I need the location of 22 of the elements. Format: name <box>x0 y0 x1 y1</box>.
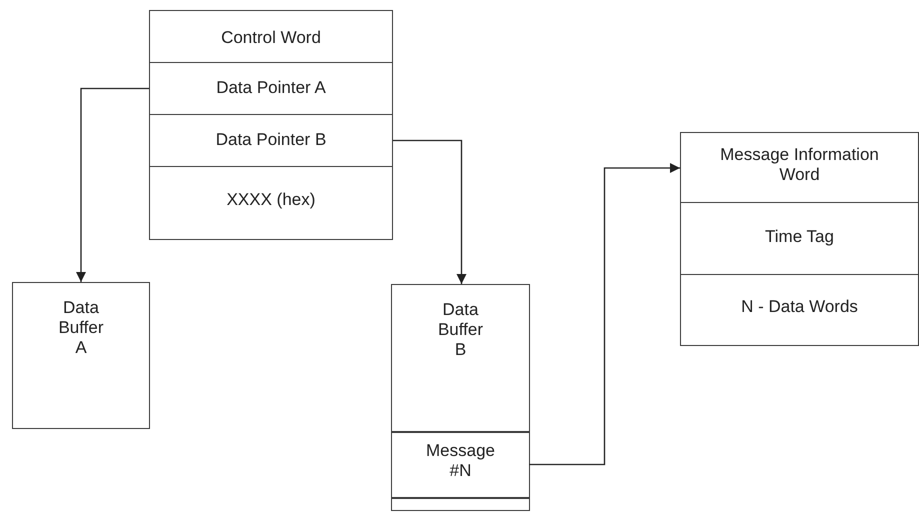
memory-cell <box>149 166 393 240</box>
memory-cell <box>149 62 393 115</box>
cell-label: Message Information Word <box>719 145 880 185</box>
cell-label: Data Buffer B <box>436 300 484 360</box>
memory-cell <box>149 114 393 167</box>
cell-label: Message #N <box>425 441 496 481</box>
memory-cell <box>680 202 919 275</box>
cell-label: Data Buffer A <box>57 298 105 358</box>
arrow <box>529 163 680 466</box>
cell-label: Control Word <box>221 28 321 48</box>
memory-cell <box>680 274 919 346</box>
cell-label: Data Pointer A <box>216 78 326 98</box>
memory-cell <box>680 132 919 203</box>
cell-label: N - Data Words <box>741 297 858 317</box>
arrow <box>393 140 466 284</box>
cell-label: Time Tag <box>765 227 834 247</box>
cell-label: Data Pointer B <box>216 130 326 150</box>
arrow <box>76 88 149 282</box>
cell-label: XXXX (hex) <box>226 190 316 210</box>
buffer-box <box>391 284 530 511</box>
memory-cell <box>149 10 393 63</box>
buffer-box <box>12 282 150 429</box>
